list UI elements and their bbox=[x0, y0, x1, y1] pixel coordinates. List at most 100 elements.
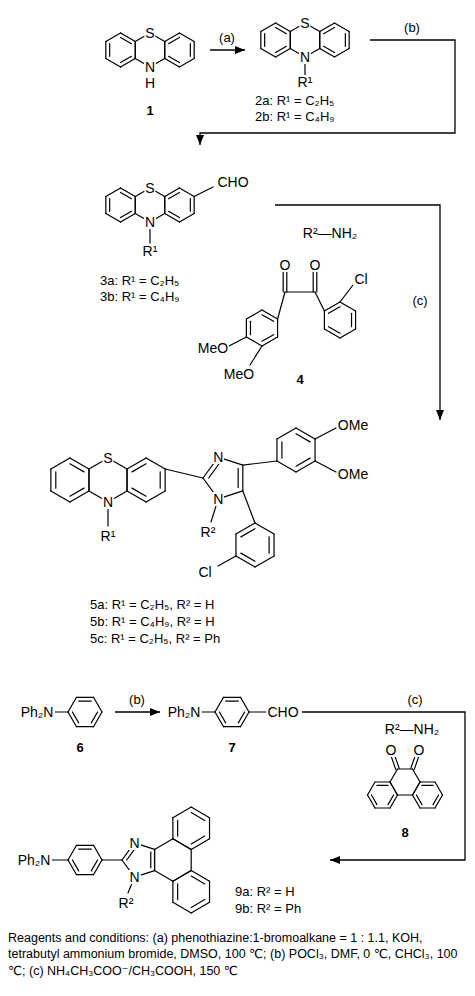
bond-line bbox=[413, 782, 421, 795]
atom-label: R² bbox=[200, 525, 217, 539]
bond-line bbox=[368, 795, 376, 808]
bond-line bbox=[68, 845, 77, 860]
condition-label: (a) bbox=[218, 31, 236, 44]
bond-line bbox=[191, 902, 209, 913]
compound-block: 3a: R¹ = C₂H₅3b: R¹ = C₄H₉ bbox=[95, 145, 275, 307]
bond-line bbox=[268, 537, 269, 553]
bond-line bbox=[395, 755, 400, 768]
bond-line bbox=[172, 881, 173, 902]
bond-line bbox=[177, 820, 178, 836]
bond-line bbox=[285, 291, 315, 292]
bond-line bbox=[433, 795, 439, 805]
bond-line bbox=[70, 491, 89, 502]
condition-label: (c) bbox=[411, 294, 428, 307]
bond-line bbox=[135, 197, 136, 214]
reaction-arrow bbox=[210, 49, 245, 50]
atom-label: N bbox=[144, 60, 156, 74]
bond-line bbox=[169, 192, 180, 198]
bond-line bbox=[375, 807, 390, 808]
bond-line bbox=[164, 197, 165, 214]
bond-line bbox=[165, 469, 166, 491]
atom-label: Ph₂N bbox=[17, 853, 52, 867]
bond-line bbox=[94, 845, 103, 860]
bond-line bbox=[160, 472, 161, 488]
bond-line bbox=[261, 23, 276, 32]
bond-line bbox=[390, 769, 398, 782]
bond-line bbox=[324, 302, 340, 311]
bond-line bbox=[106, 33, 121, 42]
reaction-arrow bbox=[200, 40, 455, 145]
compound-block: 6 bbox=[15, 690, 115, 765]
bond-line bbox=[277, 428, 296, 439]
bond-line bbox=[173, 839, 191, 850]
bond-line bbox=[126, 469, 127, 491]
bond-line bbox=[52, 859, 68, 860]
bond-line bbox=[179, 59, 194, 68]
bond-line bbox=[316, 271, 317, 292]
bond-line bbox=[435, 795, 443, 808]
bond-line bbox=[135, 42, 136, 59]
bond-line bbox=[173, 871, 191, 882]
condition-label: (b) bbox=[403, 21, 421, 34]
bond-line bbox=[121, 214, 136, 223]
bond-line bbox=[55, 472, 56, 488]
bond-line bbox=[51, 458, 70, 469]
bond-line bbox=[241, 712, 250, 727]
bond-line bbox=[135, 42, 136, 59]
atom-label: O bbox=[385, 743, 398, 757]
bond-line bbox=[70, 458, 89, 469]
bond-line bbox=[315, 292, 324, 311]
bond-line bbox=[296, 428, 315, 439]
bond-line bbox=[165, 469, 203, 478]
bond-line bbox=[106, 59, 121, 68]
bond-line bbox=[229, 337, 246, 346]
bond-line bbox=[77, 845, 94, 846]
bond-line bbox=[164, 197, 165, 214]
bond-line bbox=[191, 836, 205, 844]
bond-line bbox=[209, 818, 210, 839]
bond-line bbox=[94, 860, 103, 875]
bond-line bbox=[313, 271, 314, 292]
bond-line bbox=[236, 556, 255, 567]
bond-line bbox=[70, 464, 84, 472]
reaction-arrow bbox=[275, 205, 440, 420]
bond-line bbox=[241, 553, 255, 561]
bond-line bbox=[172, 818, 173, 839]
bond-line bbox=[77, 726, 94, 727]
bond-line bbox=[169, 56, 180, 62]
atom-label: S bbox=[299, 16, 310, 30]
bond-line bbox=[191, 807, 209, 818]
bond-line bbox=[281, 442, 282, 458]
bond-line bbox=[179, 214, 194, 223]
bond-line bbox=[105, 42, 106, 59]
atom-label: MeO bbox=[223, 367, 255, 381]
atom-label: S bbox=[144, 26, 155, 40]
bond-line bbox=[391, 757, 396, 770]
bond-line bbox=[218, 556, 236, 566]
compound-label: 4 bbox=[296, 372, 303, 388]
reaction-arrow bbox=[115, 711, 160, 712]
bond-line bbox=[155, 839, 173, 850]
atom-label: OMe bbox=[337, 467, 369, 481]
atom-label: N bbox=[102, 495, 114, 509]
compound-label: 3b: R¹ = C₄H₉ bbox=[100, 289, 179, 305]
bond-line bbox=[121, 192, 132, 198]
bond-line bbox=[296, 434, 310, 442]
bond-line bbox=[277, 461, 296, 472]
bond-line bbox=[190, 44, 191, 57]
bond-line bbox=[106, 188, 121, 197]
bond-line bbox=[273, 534, 274, 556]
atom-label: Cl bbox=[353, 272, 368, 286]
bond-line bbox=[328, 307, 340, 314]
atom-label: R¹ bbox=[297, 75, 314, 89]
bond-line bbox=[169, 37, 180, 43]
bond-line bbox=[371, 795, 377, 805]
bond-line bbox=[390, 782, 398, 795]
bond-line bbox=[276, 46, 287, 52]
bond-line bbox=[68, 697, 77, 712]
atom-label: N bbox=[212, 450, 224, 464]
bond-line bbox=[414, 757, 419, 770]
